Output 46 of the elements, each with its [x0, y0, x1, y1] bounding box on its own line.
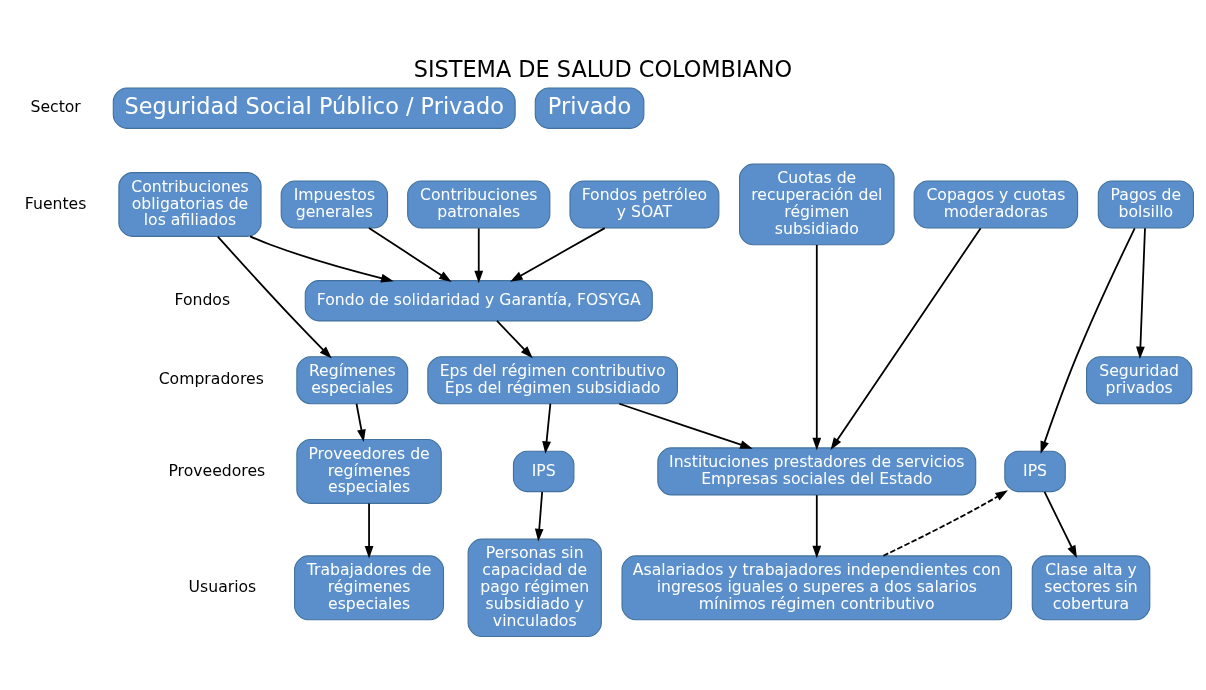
node-box: Copagos y cuotas moderadoras [913, 179, 1079, 229]
arrow [364, 502, 374, 558]
arrow [830, 226, 982, 450]
node-box: Fondo de solidaridad y Garantía, FOSYGA [304, 279, 653, 321]
arrow [1040, 226, 1136, 454]
arrow [534, 490, 544, 541]
node-box: Regímenes especiales [296, 355, 409, 404]
node-box: Pagos de bolsillo [1097, 179, 1194, 229]
arrow [216, 235, 332, 358]
node-box: Cuotas de recuperación del régimen subsidiado [739, 163, 895, 245]
arrow [355, 402, 366, 442]
label: Sector [30, 96, 81, 116]
arrow [812, 493, 822, 558]
label: Fuentes [24, 193, 87, 213]
arrow [1136, 226, 1146, 359]
node-box: Contribuciones patronales [407, 179, 551, 229]
node-box: Contribuciones obligatorias de los afiliados [118, 171, 262, 237]
node-box: Seguridad privados [1086, 355, 1193, 404]
arrow [368, 226, 452, 282]
node-box: Personas sin capacidad de pago régimen subsidiado y vinculados [467, 538, 602, 637]
arrow [474, 226, 484, 283]
node-box: Privado [534, 87, 645, 129]
node-box: Clase alta y sectores sin cobertura [1031, 554, 1151, 620]
node-box: Eps del régimen contributivo Eps del régimen subsidiado [427, 355, 678, 404]
node-box: Instituciones prestadores de servicios Empresas sociales del Estado [657, 446, 977, 495]
arrow [542, 402, 552, 454]
label: Fondos [174, 289, 231, 309]
arrow [510, 226, 606, 282]
node-box: IPS [1004, 450, 1066, 492]
label: Compradores [158, 368, 264, 388]
label: Usuarios [188, 576, 257, 596]
node-box: Seguridad Social Público / Privado [112, 87, 516, 129]
node-box: IPS [512, 450, 575, 492]
arrow [496, 319, 533, 358]
node-box: Proveedores de regímenes especiales [296, 438, 442, 504]
node-box: Impuestos generales [280, 179, 389, 229]
node-box: Trabajadores de régimenes especiales [294, 554, 445, 620]
diagram-title: SISTEMA DE SALUD COLOMBIANO [413, 55, 793, 82]
arrow [249, 235, 394, 282]
arrow [812, 243, 822, 450]
label: Proveedores [168, 460, 266, 480]
node-box: Asalariados y trabajadores independientes con ingresos iguales o superes a dos salarios mínimos régimen contributivo [621, 554, 1013, 620]
node-box: Fondos petróleo y SOAT [569, 179, 720, 229]
arrow [1043, 490, 1077, 558]
arrow [882, 489, 1008, 557]
arrow [618, 402, 753, 449]
